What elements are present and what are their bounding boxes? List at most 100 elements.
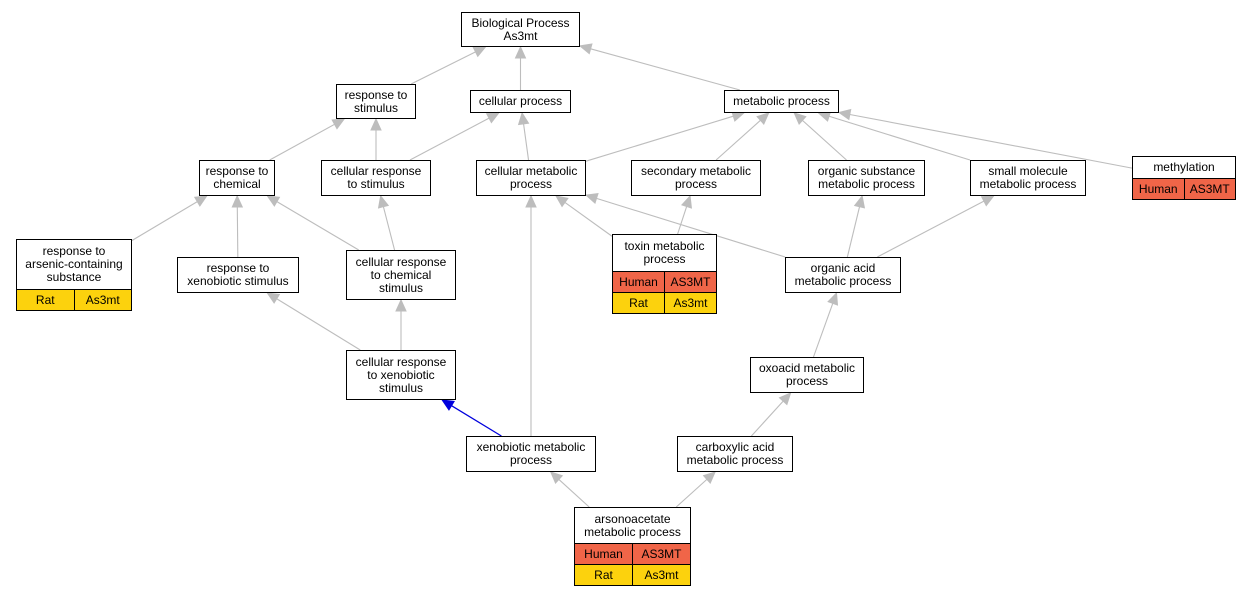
species-cell: Rat (17, 290, 74, 310)
edge-arrowhead (395, 298, 407, 312)
node-cellular-response-to-stimulus[interactable]: cellular response to stimulus (321, 160, 431, 196)
node-cellular-process[interactable]: cellular process (470, 90, 571, 113)
node-label: response to chemical (205, 164, 269, 191)
node-response-to-arsenic-containing-substance[interactable]: response to arsenic-containing substance… (16, 239, 132, 311)
node-cellular-response-to-xenobiotic-stimulus[interactable]: cellular response to xenobiotic stimulus (346, 350, 456, 400)
gene-cell: As3mt (73, 290, 131, 310)
edge-secondary_metabolic_process-to-metabolic_process (715, 119, 761, 161)
edge-arrowhead (584, 192, 599, 205)
edge-arrowhead (525, 194, 537, 208)
edge-arrowhead (377, 194, 390, 209)
node-label: arsonoacetate metabolic process (584, 511, 681, 539)
node-label: secondary metabolic process (640, 164, 752, 191)
edge-metabolic_process-to-root (590, 48, 740, 91)
node-label: oxoacid metabolic process (758, 361, 856, 388)
edge-toxin_metabolic_process-to-secondary_metabolic_process (677, 206, 688, 235)
edge-organic_acid_metabolic_process-to-small_molecule_metabolic_process (877, 200, 985, 258)
edge-cellular_metabolic_process-to-cellular_process (523, 123, 530, 161)
edge-xenobiotic_metabolic_process-to-cellular_response_to_xenobiotic (451, 405, 502, 437)
edge-organic_acid_metabolic_process-to-organic_substance_metabolic_process (846, 206, 861, 258)
node-small-molecule-metabolic-process[interactable]: small molecule metabolic process (970, 160, 1086, 196)
edge-arrowhead (778, 392, 792, 406)
edge-arrowhead (793, 112, 807, 125)
gene-cell: AS3MT (664, 272, 716, 292)
node-cellular-metabolic-process[interactable]: cellular metabolic process (476, 160, 586, 196)
gene-cell: As3mt (664, 293, 716, 313)
edge-cellular_response_to_chemical-to-cellular_response_to_stimulus (382, 206, 396, 251)
edge-arrowhead (517, 111, 530, 126)
annotation-row-rat: Rat As3mt (575, 564, 690, 585)
node-metabolic-process[interactable]: metabolic process (724, 90, 839, 113)
edge-layer (131, 43, 1133, 508)
edge-arrowhead (681, 194, 692, 209)
species-cell: Rat (613, 293, 664, 313)
node-arsonoacetate-metabolic-process[interactable]: arsonoacetate metabolic process Human AS… (574, 507, 691, 586)
node-label: cellular metabolic process (484, 164, 578, 191)
edge-arrowhead (485, 112, 500, 124)
node-methylation[interactable]: methylation Human AS3MT (1132, 156, 1236, 200)
edge-arrowhead (441, 399, 455, 411)
edge-arrowhead (266, 292, 281, 304)
node-oxoacid-metabolic-process[interactable]: oxoacid metabolic process (750, 357, 864, 393)
annotation-row-rat: Rat As3mt (17, 289, 131, 310)
node-label: toxin metabolic process (624, 239, 705, 266)
edge-arrowhead (702, 471, 716, 484)
edge-arrowhead (193, 195, 208, 207)
edge-response_to_chemical-to-response_to_stimulus (269, 123, 335, 161)
node-label: response to arsenic-containing substance (25, 244, 123, 284)
node-cellular-response-to-chemical-stimulus[interactable]: cellular response to chemical stimulus (346, 250, 456, 300)
edge-arsonoacetate_metabolic_process-to-xenobiotic_metabolic_process (558, 479, 590, 508)
node-response-to-stimulus[interactable]: response to stimulus (336, 84, 416, 119)
node-label: response to xenobiotic stimulus (187, 261, 289, 288)
edge-arrowhead (827, 291, 839, 306)
edge-arrowhead (331, 118, 346, 130)
node-response-to-xenobiotic-stimulus[interactable]: response to xenobiotic stimulus (177, 257, 299, 293)
node-label: metabolic process (733, 94, 830, 108)
node-organic-acid-metabolic-process[interactable]: organic acid metabolic process (785, 257, 901, 293)
gene-cell: AS3MT (1183, 179, 1235, 199)
edge-arrowhead (980, 195, 995, 207)
edge-cellular_response_to_stimulus-to-cellular_process (409, 117, 490, 161)
edge-arrowhead (578, 43, 593, 55)
annotation-row-human: Human AS3MT (1133, 178, 1235, 199)
edge-response_to_arsenic-to-response_to_chemical (131, 201, 198, 241)
edge-response_to_xenobiotic_stimulus-to-response_to_chemical (236, 206, 239, 258)
node-organic-substance-metabolic-process[interactable]: organic substance metabolic process (808, 160, 925, 196)
edge-response_to_stimulus-to-root (410, 51, 476, 85)
node-xenobiotic-metabolic-process[interactable]: xenobiotic metabolic process (466, 436, 596, 472)
edge-arrowhead (370, 117, 382, 131)
edge-arrowhead (549, 471, 564, 485)
edge-oxoacid_metabolic_process-to-organic_acid_metabolic_process (812, 303, 834, 358)
node-label: methylation (1153, 160, 1215, 174)
node-label: Biological Process As3mt (471, 15, 570, 43)
edge-arrowhead (756, 112, 770, 125)
node-label: xenobiotic metabolic process (476, 440, 586, 467)
annotation-row-rat: Rat As3mt (613, 292, 716, 313)
edge-arrowhead (514, 45, 527, 59)
node-label: small molecule metabolic process (979, 164, 1077, 191)
node-secondary-metabolic-process[interactable]: secondary metabolic process (631, 160, 761, 196)
node-label: organic acid metabolic process (794, 261, 892, 288)
edge-arrowhead (472, 46, 487, 58)
species-cell: Human (1133, 179, 1184, 199)
annotation-row-human: Human AS3MT (613, 271, 716, 292)
species-cell: Human (575, 544, 632, 564)
node-label: cellular response to stimulus (330, 164, 422, 191)
node-label: cellular response to xenobiotic stimulus (355, 354, 447, 395)
node-carboxylic-acid-metabolic-process[interactable]: carboxylic acid metabolic process (677, 436, 793, 472)
node-label: cellular process (478, 94, 563, 108)
gene-cell: AS3MT (632, 544, 690, 564)
edge-organic_substance_metabolic_process-to-metabolic_process (802, 119, 847, 161)
edge-methylation-to-metabolic_process (849, 113, 1133, 169)
node-response-to-chemical[interactable]: response to chemical (199, 160, 275, 196)
node-toxin-metabolic-process[interactable]: toxin metabolic process Human AS3MT Rat … (612, 234, 717, 314)
edge-toxin_metabolic_process-to-cellular_metabolic_process (564, 201, 613, 237)
node-label: organic substance metabolic process (817, 164, 916, 191)
node-label: response to stimulus (344, 87, 408, 115)
node-biological-process-root[interactable]: Biological Process As3mt (461, 12, 580, 47)
edge-arrowhead (266, 195, 281, 207)
edge-arrowhead (555, 195, 569, 208)
species-cell: Rat (575, 565, 632, 585)
node-label: carboxylic acid metabolic process (686, 440, 784, 467)
edge-carboxylic_acid_metabolic_process-to-oxoacid_metabolic_process (750, 400, 784, 437)
